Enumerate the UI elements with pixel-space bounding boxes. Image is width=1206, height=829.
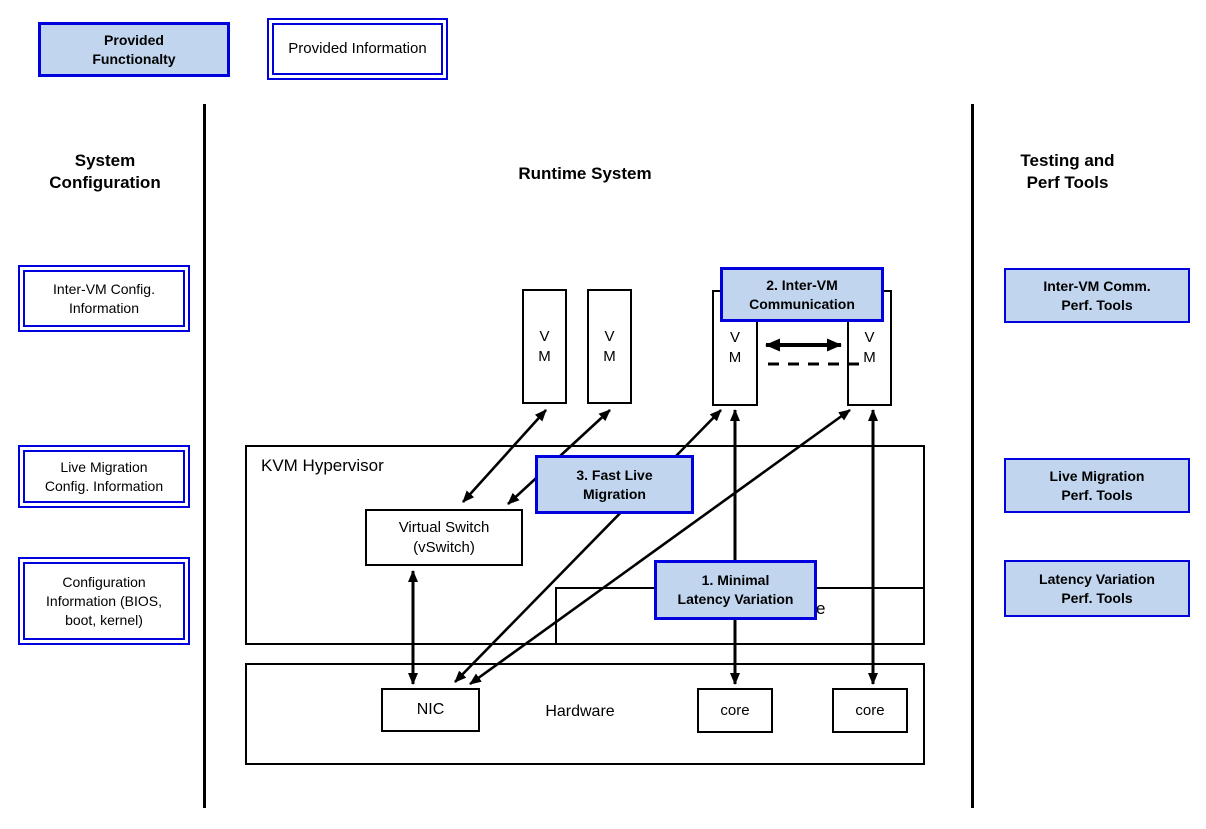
vm-box-2: V M [587, 289, 632, 404]
config-box-bios-label: Configuration Information (BIOS, boot, k… [23, 562, 185, 640]
legend-provided-information-label: Provided Information [272, 23, 443, 75]
callout-minimal-latency-variation: 1. Minimal Latency Variation [654, 560, 817, 620]
config-box-live-migration-label: Live Migration Config. Information [23, 450, 185, 503]
left-separator-line [203, 104, 206, 808]
config-box-intervm-label: Inter-VM Config. Information [23, 270, 185, 327]
perf-box-intervm: Inter-VM Comm. Perf. Tools [1004, 268, 1190, 323]
legend-provided-functionality: Provided Functionalty [38, 22, 230, 77]
kvm-hypervisor-label: KVM Hypervisor [261, 456, 384, 475]
config-box-intervm: Inter-VM Config. Information [18, 265, 190, 332]
perf-box-latency-variation: Latency Variation Perf. Tools [1004, 560, 1190, 617]
callout-inter-vm-communication: 2. Inter-VM Communication [720, 267, 884, 322]
nic-box: NIC [381, 688, 480, 732]
config-box-bios: Configuration Information (BIOS, boot, k… [18, 557, 190, 645]
core-box-1: core [697, 688, 773, 733]
vm-box-1: V M [522, 289, 567, 404]
left-column-title: System Configuration [49, 151, 161, 192]
core-box-2: core [832, 688, 908, 733]
perf-box-live-migration: Live Migration Perf. Tools [1004, 458, 1190, 513]
callout-fast-live-migration: 3. Fast Live Migration [535, 455, 694, 514]
config-box-live-migration: Live Migration Config. Information [18, 445, 190, 508]
right-column-title: Testing and Perf Tools [1020, 151, 1115, 192]
hardware-label: Hardware [545, 703, 615, 720]
legend-provided-information: Provided Information [267, 18, 448, 80]
right-separator-line [971, 104, 974, 808]
center-column-title: Runtime System [518, 164, 652, 183]
